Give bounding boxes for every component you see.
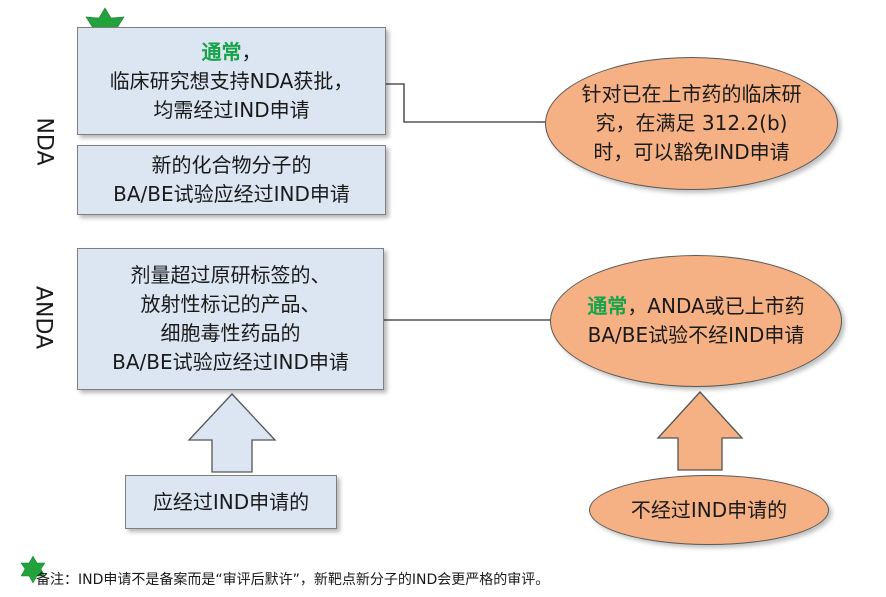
nda-general-box: 通常， 临床研究想支持NDA获批， 均需经过IND申请 xyxy=(77,27,386,135)
nda-side-label: NDA xyxy=(31,117,57,166)
anda-exempt-line1: 通常，ANDA或已上市药 xyxy=(587,292,804,321)
highlight-text: 通常 xyxy=(201,39,242,64)
ind-required-text: 应经过IND申请的 xyxy=(152,489,310,514)
anda-side-label: ANDA xyxy=(30,285,56,350)
note-star-icon xyxy=(20,555,46,584)
nda-general-line1: 通常， xyxy=(202,38,262,67)
anda-line4: BA/BE试验应经过IND申请 xyxy=(112,350,349,374)
anda-exempt-line1-rest: ，ANDA或已上市药 xyxy=(627,294,805,318)
nda-exempt-line2: 究，在满足 312.2(b) xyxy=(595,111,788,135)
ind-required-box: 应经过IND申请的 xyxy=(125,475,337,529)
highlight-suffix: ， xyxy=(241,39,262,64)
nda-exempt-line1: 针对已在上市药的临床研 xyxy=(581,82,802,106)
connector-nda xyxy=(386,83,552,123)
nda-new-compound-line1: 新的化合物分子的 xyxy=(151,153,312,177)
anda-ind-required-box: 剂量超过原研标签的、 放射性标记的产品、 细胞毒性药品的 BA/BE试验应经过I… xyxy=(77,248,384,390)
anda-line1: 剂量超过原研标签的、 xyxy=(130,263,331,287)
anda-line3: 细胞毒性药品的 xyxy=(160,321,301,345)
nda-exempt-line3: 时，可以豁免IND申请 xyxy=(593,140,790,164)
up-arrow-no-ind xyxy=(656,391,744,471)
nda-general-line2: 临床研究想支持NDA获批， xyxy=(109,68,354,93)
footnote: 备注：IND申请不是备案而是“审评后默许”，新靶点新分子的IND会更严格的审评。 xyxy=(36,572,550,588)
nda-exempt-ellipse: 针对已在上市药的临床研 究，在满足 312.2(b) 时，可以豁免IND申请 xyxy=(545,57,838,190)
up-arrow-ind xyxy=(187,393,277,473)
nda-new-compound-line2: BA/BE试验应经过IND申请 xyxy=(113,182,350,206)
anda-exempt-line2: BA/BE试验不经IND申请 xyxy=(587,323,805,347)
ind-not-required-ellipse: 不经过IND申请的 xyxy=(589,475,829,545)
nda-new-compound-box: 新的化合物分子的 BA/BE试验应经过IND申请 xyxy=(77,145,386,215)
anda-line2: 放射性标记的产品、 xyxy=(140,292,321,316)
anda-exempt-ellipse: 通常，ANDA或已上市药 BA/BE试验不经IND申请 xyxy=(550,255,842,387)
highlight-text: 通常 xyxy=(587,294,628,318)
ind-not-required-text: 不经过IND申请的 xyxy=(630,497,788,522)
nda-general-line3: 均需经过IND申请 xyxy=(153,97,310,122)
